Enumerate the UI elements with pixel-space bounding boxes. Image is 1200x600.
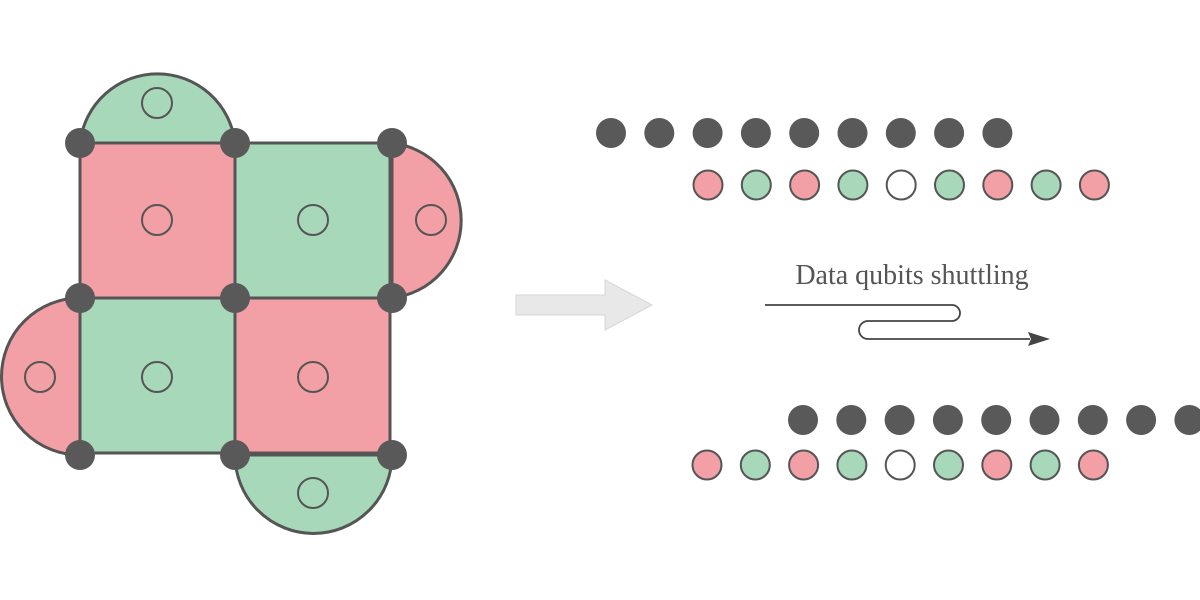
data-qubit bbox=[982, 118, 1013, 148]
data-qubit bbox=[377, 440, 407, 470]
surface-code-lattice bbox=[0, 72, 463, 535]
ancilla-qubit bbox=[788, 449, 820, 481]
ancilla-qubit bbox=[691, 449, 723, 481]
ancilla-qubit bbox=[885, 169, 917, 201]
ancilla-qubit bbox=[1029, 449, 1061, 481]
data-qubit bbox=[220, 440, 250, 470]
ancilla-qubit bbox=[982, 169, 1014, 201]
ancilla-qubit bbox=[837, 169, 869, 201]
data-qubit bbox=[981, 405, 1012, 435]
ancilla-qubit bbox=[141, 361, 173, 393]
half-plaquette bbox=[78, 72, 237, 145]
square-plaquette bbox=[78, 296, 237, 455]
ancilla-qubit bbox=[1078, 169, 1110, 201]
data-qubit bbox=[836, 405, 867, 435]
data-qubit bbox=[885, 118, 916, 148]
ancilla-qubit bbox=[740, 169, 772, 201]
shuttle-path-line bbox=[765, 304, 1030, 340]
ancilla-qubit bbox=[692, 169, 724, 201]
ancilla-qubit bbox=[297, 361, 329, 393]
data-qubit bbox=[692, 118, 723, 148]
transition-arrow-shape bbox=[515, 279, 654, 331]
ancilla-qubit bbox=[141, 87, 173, 119]
shuttling-annotation: Data qubits shuttling bbox=[765, 260, 1050, 346]
ancilla-qubit bbox=[1030, 169, 1062, 201]
half-plaquette bbox=[0, 296, 82, 457]
data-qubit bbox=[934, 118, 965, 148]
data-qubit bbox=[789, 118, 820, 148]
data-qubit bbox=[220, 128, 250, 158]
data-qubit bbox=[837, 118, 868, 148]
ancilla-qubit bbox=[297, 204, 329, 236]
ancilla-qubit bbox=[884, 449, 916, 481]
data-qubit bbox=[1029, 405, 1060, 435]
ancilla-qubit bbox=[739, 449, 771, 481]
half-plaquette bbox=[390, 141, 463, 300]
data-qubit bbox=[788, 405, 818, 435]
square-plaquette bbox=[233, 296, 392, 455]
data-qubit bbox=[65, 128, 95, 158]
half-plaquette bbox=[233, 453, 394, 535]
data-qubit bbox=[377, 283, 407, 313]
data-qubit bbox=[377, 128, 407, 158]
ancilla-qubit bbox=[836, 449, 868, 481]
data-qubit bbox=[1126, 405, 1157, 435]
ancilla-qubit bbox=[297, 477, 329, 509]
ancilla-qubit bbox=[1077, 449, 1109, 481]
data-qubit bbox=[65, 440, 95, 470]
data-qubit bbox=[740, 118, 771, 148]
shuttling-label: Data qubits shuttling bbox=[795, 260, 1028, 291]
data-qubit bbox=[220, 283, 250, 313]
shuttle-arrowhead bbox=[1028, 332, 1050, 346]
ancilla-qubit bbox=[789, 169, 821, 201]
shuttle-path-arrow-icon bbox=[765, 304, 1050, 346]
data-qubit bbox=[932, 405, 963, 435]
data-qubit bbox=[884, 405, 915, 435]
ancilla-qubit bbox=[415, 204, 447, 236]
data-qubit bbox=[65, 283, 95, 313]
data-qubit bbox=[644, 118, 675, 148]
ancilla-qubit bbox=[933, 449, 964, 481]
data-qubit bbox=[1077, 405, 1108, 435]
data-qubit bbox=[596, 118, 626, 148]
data-qubit bbox=[1174, 405, 1200, 435]
ancilla-qubit bbox=[981, 449, 1013, 481]
ancilla-qubit bbox=[24, 361, 56, 393]
square-plaquette bbox=[78, 141, 237, 300]
qubit-rows-before bbox=[596, 118, 1110, 201]
ancilla-qubit bbox=[934, 169, 965, 201]
ancilla-qubit bbox=[141, 204, 173, 236]
square-plaquette bbox=[233, 141, 392, 300]
qubit-rows-after bbox=[691, 405, 1200, 481]
right-arrow-icon bbox=[515, 279, 654, 331]
